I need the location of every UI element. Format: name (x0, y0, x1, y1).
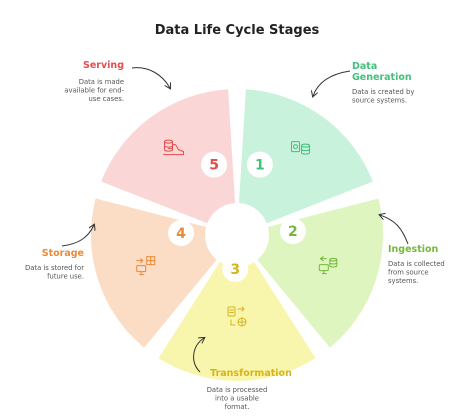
stage-number: 2 (288, 224, 298, 240)
stage-description-5: use cases. (88, 95, 124, 103)
stage-description-1: source systems. (352, 97, 407, 105)
stage-number-badge-5: 5 (201, 151, 228, 178)
stage-description-5: Data is made (79, 78, 124, 86)
stage-label-5: Serving (83, 60, 124, 71)
stage-description-2: Data is collected (388, 260, 445, 268)
document-transform-icon (227, 306, 247, 327)
stage-number: 1 (255, 158, 265, 174)
stage-description-3: Data is processed (207, 386, 268, 394)
stage-number-badge-1: 1 (246, 151, 273, 178)
stage-number-badge-4: 4 (168, 220, 195, 247)
diagram-title: Data Life Cycle Stages (155, 23, 320, 38)
stage-number-badge-3: 3 (222, 255, 249, 282)
stage-label-1: Generation (352, 72, 412, 83)
stage-description-5: available for end- (64, 87, 124, 95)
stage-description-1: Data is created by (352, 88, 414, 96)
stage-number: 3 (230, 262, 240, 278)
stage-number: 4 (176, 226, 186, 242)
stage-description-2: systems. (388, 277, 418, 285)
stage-number: 5 (209, 158, 219, 174)
gear-database-icon (290, 141, 310, 155)
stage-label-2: Ingestion (388, 244, 439, 255)
arrow-transformation (193, 338, 204, 373)
monitor-table-icon (136, 256, 156, 276)
database-shoe-icon (163, 139, 185, 156)
stage-description-4: Data is stored for (25, 264, 84, 272)
stage-description-3: format. (225, 403, 250, 411)
arrow-ingestion (380, 215, 409, 245)
segment-stage-1 (238, 89, 373, 224)
stage-description-3: into a usable (215, 395, 259, 403)
segments: 1 2 3 4 5 (90, 89, 383, 381)
arrow-storage (61, 225, 94, 247)
segment-stage-3 (158, 261, 316, 381)
monitor-database-icon (318, 256, 338, 275)
segment-stage-5 (101, 89, 236, 224)
arrow-serving (131, 67, 170, 88)
stage-number-badge-2: 2 (279, 218, 306, 245)
stage-label-3: Transformation (210, 368, 292, 379)
stage-label-1: Data (352, 61, 377, 72)
stage-label-4: Storage (42, 248, 84, 259)
stage-description-2: from source (388, 269, 429, 277)
arrow-generation (313, 70, 351, 96)
stage-description-4: future use. (47, 273, 84, 281)
